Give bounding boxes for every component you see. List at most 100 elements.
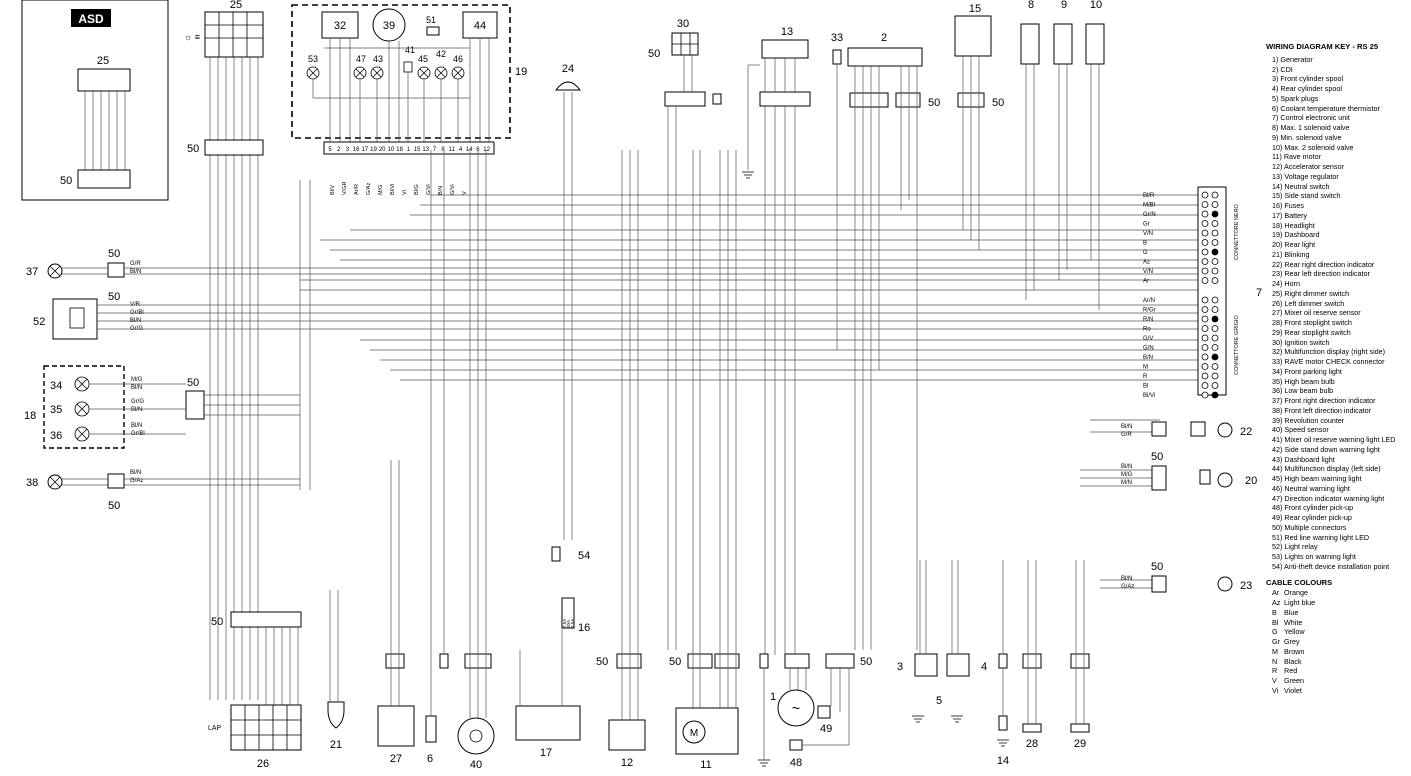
dashboard-pin: 15 [414,147,421,153]
connector-pin [1211,201,1219,208]
wire-23-2: G/Az [1121,584,1134,590]
dashboard-pin: 7 [433,147,437,153]
wire-22-1: Bl/N [1121,424,1132,430]
dashboard-wire-label: Vi [402,190,408,195]
wire-18-4: Bl/N [131,407,142,413]
connector-pin [1211,296,1219,304]
key-item: 52) Light relay [1272,542,1318,552]
connector-50-11a: 50 [669,656,681,668]
colour-name: Brown [1284,646,1305,656]
dashboard-wire-label: V [462,191,468,195]
key-item: 6) Coolant temperature thermistor [1272,103,1380,113]
connector-wire-label: Ar/N [1143,298,1155,304]
wire-37-2: Bl/N [130,269,141,275]
label-29: 29 [1074,738,1086,750]
key-item: 48) Front cylinder pick-up [1272,503,1354,513]
wire-20-3: M/N [1121,480,1132,486]
connector-pin [1211,191,1219,199]
connector-wire-label: G [1143,250,1148,256]
label-16: 16 [578,622,590,634]
key-item: 7) Control electronic unit [1272,113,1350,123]
connector-pin [1211,229,1219,237]
left-components: 37 50 G/R Bl/N 52 50 V/R Gr/Bl Bl/N Gr/G… [24,248,205,512]
connector-pin [1211,344,1219,351]
connector-pin [1211,391,1219,399]
bottom-components: 21 27 6 40 54 16 17 50 12 50 M 11 50 ~ 1 [327,150,1090,771]
key-item: 50) Multiple connectors [1272,522,1347,532]
connector-pin [1201,372,1209,380]
connector-wire-label: Az [1143,260,1150,266]
key-item: 9) Min. solenoid valve [1272,132,1342,142]
connector-wire-label: R [1143,374,1148,380]
colour-name: Black [1284,656,1302,666]
key-item: 5) Spark plugs [1272,93,1319,103]
colour-code: N [1272,656,1278,666]
label-42: 42 [436,49,446,59]
key-item: 19) Dashboard [1272,230,1320,240]
colour-name: Green [1284,676,1304,685]
connector-wire-label: G/N [1143,346,1154,352]
label-14: 14 [997,755,1009,767]
label-43: 43 [373,54,383,64]
dashboard-pin: 14 [466,147,473,153]
dashboard-pin: 20 [379,147,386,153]
label-41: 41 [405,45,415,55]
wire-37-1: G/R [130,261,141,267]
asd-inset: ASD 25 50 [21,0,169,201]
key-item: 45) High beam warning light [1272,474,1362,483]
wire-38-1: Bl/N [130,470,141,476]
connector-wire-label: Bl/R [1143,193,1155,199]
wire-22-2: G/R [1121,432,1132,438]
key-item: 37) Front right direction indicator [1272,396,1376,405]
key-item: 51) Red line warning light LED [1272,532,1370,542]
dashboard-wire-label: G/Vi [426,184,432,195]
colour-name: White [1284,617,1303,627]
key-item: 23) Rear left direction indicator [1272,269,1370,279]
dashboard-pin: 4 [459,147,463,153]
generator-icon: ~ [792,700,800,716]
connector-pin [1201,325,1209,332]
right-lights: 22 Bl/N G/R 50 20 Bl/N M/G M/N 50 23 Bl/… [1121,421,1257,593]
key-item: 22) Rear right direction indicator [1272,259,1375,269]
key-item: 3) Front cylinder spool [1272,74,1344,84]
connector-pin [1211,239,1219,246]
colour-code: R [1272,666,1278,676]
switch-icons: ☼ ≡ [184,32,200,42]
connector-wire-label: Gr [1143,222,1150,228]
key-item: 38) Front left direction indicator [1272,405,1372,415]
cable-colours-title: CABLE COLOURS [1266,577,1333,587]
connector-wire-label: V/N [1143,231,1153,237]
connector-50-20: 50 [1151,451,1163,463]
wire-18-5: Bl/N [131,423,142,429]
label-7: 7 [1256,287,1262,299]
connector-50-18: 50 [187,377,199,389]
dashboard-pin: 18 [396,147,403,153]
key-item: 32) Multifunction display (right side) [1272,347,1386,357]
dashboard-pin: 1 [407,147,411,153]
label-32: 32 [334,20,346,32]
connector-pin [1201,344,1209,351]
connector-pin [1201,239,1209,246]
key-item: 13) Voltage regulator [1272,171,1339,181]
label-6: 6 [427,753,433,765]
colour-name: Red [1284,666,1298,676]
key-item: 11) Rave motor [1272,152,1321,162]
dashboard-pin: 3 [346,147,350,153]
colour-name: Violet [1284,685,1302,695]
left-harness: 25 ☼ ≡ 50 50 26 LAP [184,0,302,770]
connettore-nero: CONNETTORE NERO [1234,203,1240,260]
connector-wire-label: G/V [1143,336,1153,342]
key-item: 28) Front stoplight switch [1272,318,1352,327]
key-item: 46) Neutral warning light [1272,483,1350,493]
key-item: 36) Low beam bulb [1272,386,1334,396]
lap-text: LAP [208,725,222,732]
connector-50-38: 50 [108,500,120,512]
key-item: 14) Neutral switch [1272,181,1330,191]
dashboard-pin: 16 [353,147,360,153]
label-19: 19 [515,66,527,78]
connector-pin [1211,258,1219,265]
